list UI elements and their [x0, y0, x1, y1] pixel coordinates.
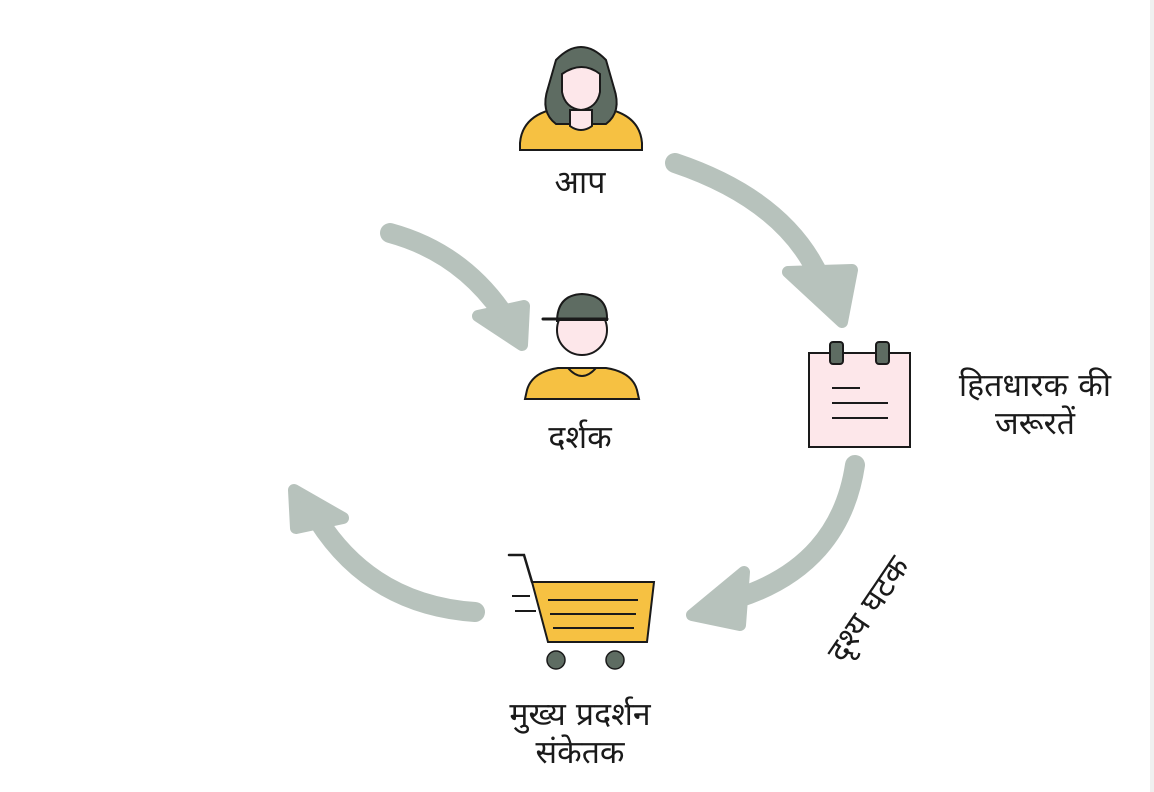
node-label-stakeholder-line2: जरूरतें: [995, 404, 1075, 442]
node-label-kpi-line1: मुख्य प्रदर्शन: [509, 695, 651, 733]
arrow-stakeholder-to-kpi: [686, 455, 865, 631]
node-label-you: आप: [554, 163, 606, 201]
arrow-kpi-to-left: [288, 484, 485, 622]
node-label-viewer: दर्शक: [548, 418, 612, 456]
node-label-kpi-line2: संकेतक: [535, 733, 625, 771]
notepad-icon: [808, 341, 911, 448]
man-cap-icon: [523, 292, 641, 400]
node-label-stakeholder-needs: हितधारक की जरूरतें: [925, 366, 1145, 442]
node-label-stakeholder-line1: हितधारक की: [958, 366, 1112, 404]
arrow-you-to-stakeholder: [665, 153, 858, 328]
node-label-kpi: मुख्य प्रदर्शन संकेतक: [455, 695, 705, 771]
woman-icon: [519, 46, 643, 151]
arrow-to-viewer: [380, 223, 530, 351]
shopping-cart-icon: [507, 553, 656, 670]
